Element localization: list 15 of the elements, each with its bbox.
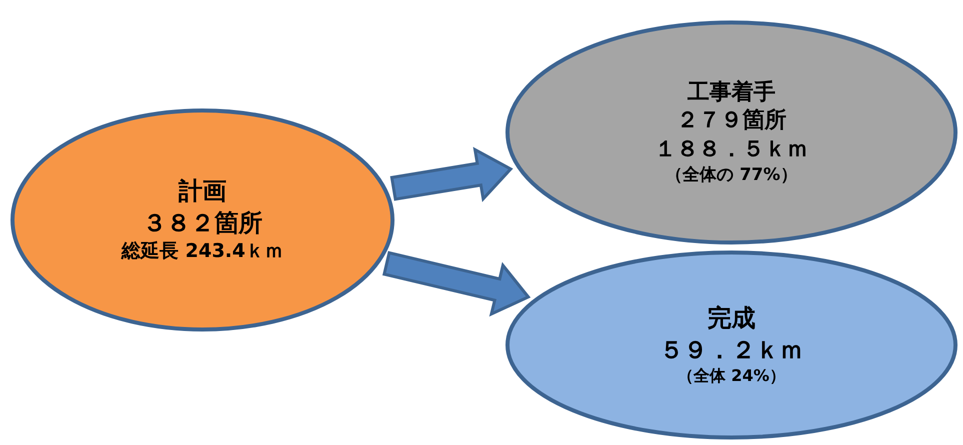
- node-text: （全体の 77%）: [666, 164, 798, 186]
- node-text: （全体 24%）: [678, 366, 786, 387]
- node-text: 総延長 243.4ｋｍ: [122, 238, 284, 264]
- ellipse-node: [505, 250, 958, 440]
- node-title: 計画: [178, 176, 226, 208]
- ellipse-node: [10, 108, 395, 332]
- node-title: 工事着手: [688, 78, 776, 107]
- node-text: ２７９箇所: [676, 107, 786, 136]
- node-title: 完成: [708, 303, 756, 334]
- node-text: ３８２箇所: [142, 208, 262, 239]
- node-text: ５９．２ｋｍ: [660, 334, 804, 366]
- block-arrow: [382, 251, 531, 317]
- node-text: １８８．５ｋｍ: [654, 136, 808, 164]
- ellipse-node: [505, 20, 958, 245]
- block-arrow: [390, 146, 514, 202]
